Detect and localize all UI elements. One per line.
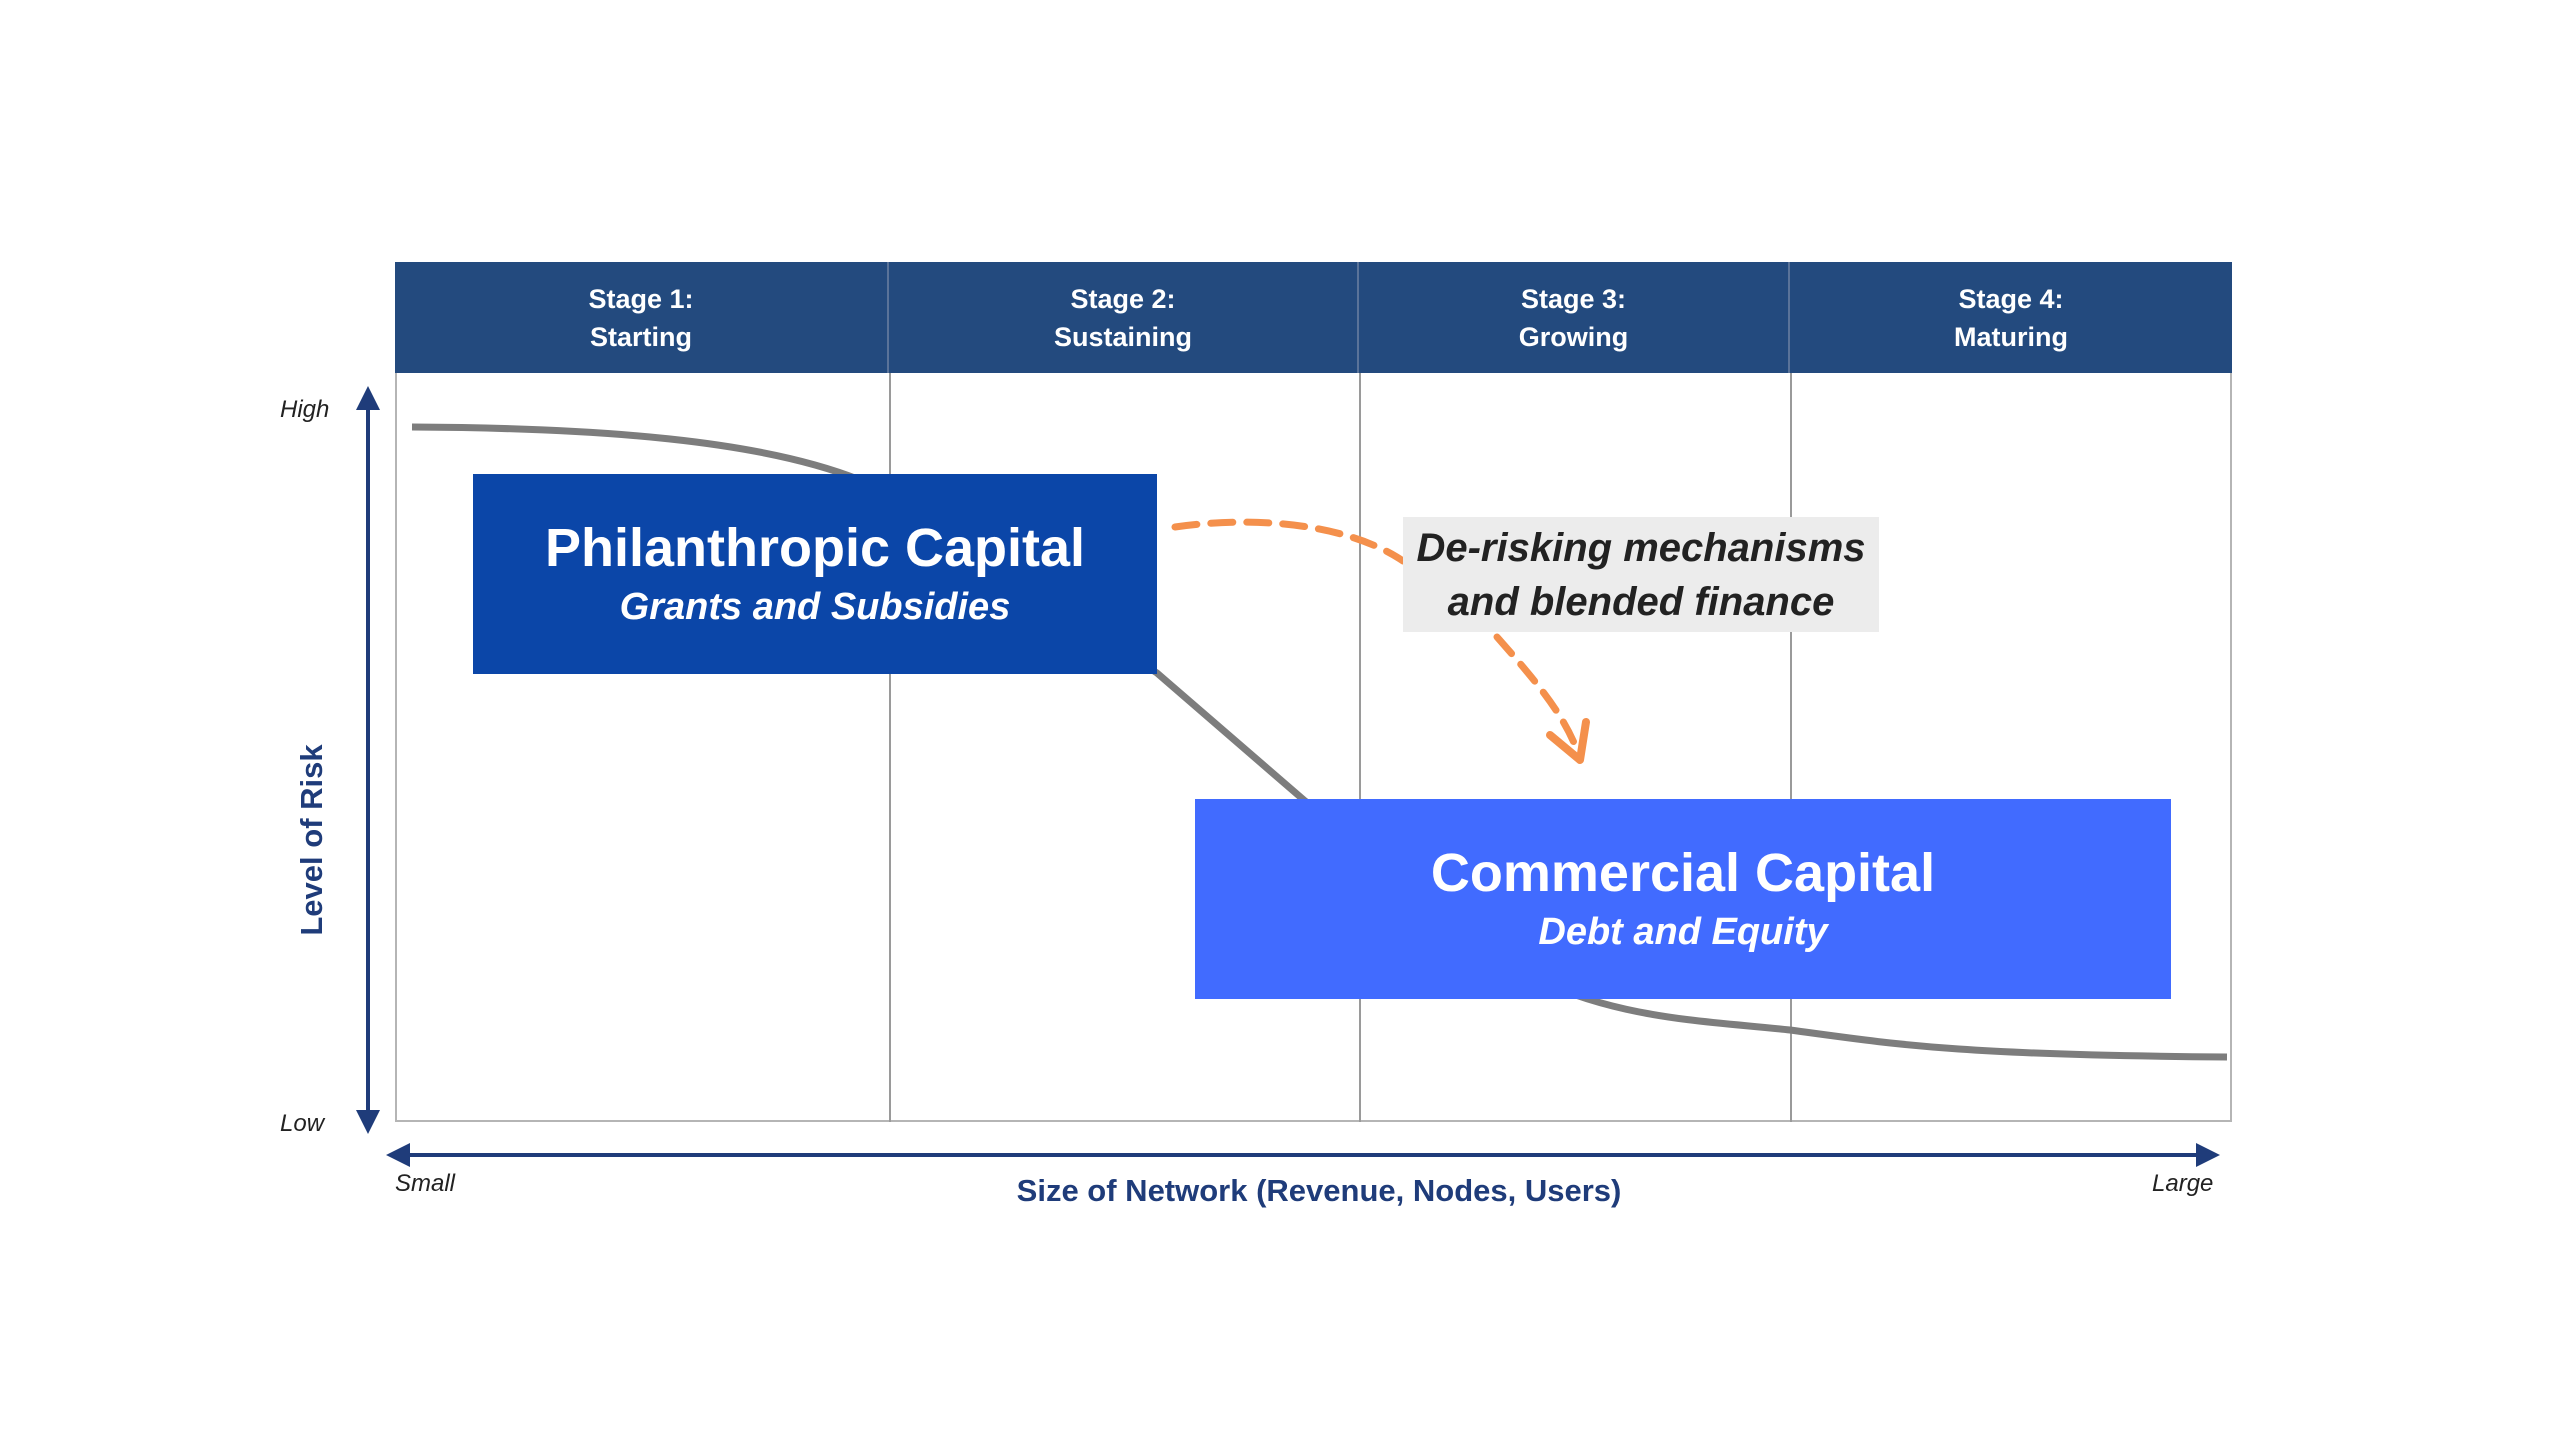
- commercial-subtitle: Debt and Equity: [1538, 911, 1828, 953]
- risk-curve: [411, 423, 2228, 1061]
- stage-number: Stage 4:: [1958, 283, 2064, 314]
- stage-1: Stage 1: Starting: [395, 262, 889, 373]
- stage-name: Growing: [1518, 321, 1629, 352]
- stage-2: Stage 2: Sustaining: [889, 262, 1359, 373]
- commercial-capital-box: Commercial Capital Debt and Equity: [1195, 799, 2171, 999]
- philanthropic-capital-box: Philanthropic Capital Grants and Subsidi…: [473, 474, 1157, 674]
- derisking-label: De-risking mechanisms and blended financ…: [1403, 517, 1879, 632]
- stage-name: Sustaining: [1053, 321, 1192, 352]
- y-axis-title: Level of Risk: [294, 744, 329, 936]
- derisking-line1: De-risking mechanisms: [1416, 525, 1866, 570]
- stage-number: Stage 1:: [588, 283, 694, 314]
- large-label: Large: [2152, 1170, 2214, 1197]
- philanthropic-title: Philanthropic Capital: [544, 518, 1086, 578]
- derisking-arrow-top: [1171, 518, 1407, 565]
- grid-divider: [1359, 373, 1361, 1122]
- stage-header: Stage 1: Starting Stage 2: Sustaining Stag…: [395, 262, 2232, 373]
- derisking-line2: and blended finance: [1447, 579, 1835, 624]
- stage-3: Stage 3: Growing: [1359, 262, 1790, 373]
- x-axis-title: Size of Network (Revenue, Nodes, Users): [1016, 1173, 1622, 1208]
- grid-divider: [1790, 373, 1792, 1122]
- low-label: Low: [280, 1110, 325, 1137]
- grid-frame: [395, 373, 2232, 1122]
- stage-4: Stage 4: Maturing: [1790, 262, 2232, 373]
- high-label: High: [280, 396, 330, 423]
- small-label: Small: [395, 1170, 456, 1197]
- stage-name: Maturing: [1954, 321, 2068, 352]
- commercial-title: Commercial Capital: [1430, 843, 1936, 903]
- grid-divider: [889, 373, 891, 1122]
- derisking-arrow-bottom: [1493, 633, 1579, 749]
- stage-number: Stage 3:: [1520, 283, 1627, 314]
- stage-name: Starting: [589, 321, 692, 352]
- philanthropic-subtitle: Grants and Subsidies: [619, 586, 1011, 628]
- stage-number: Stage 2:: [1070, 283, 1176, 314]
- arrowhead-icon: [1546, 718, 1590, 764]
